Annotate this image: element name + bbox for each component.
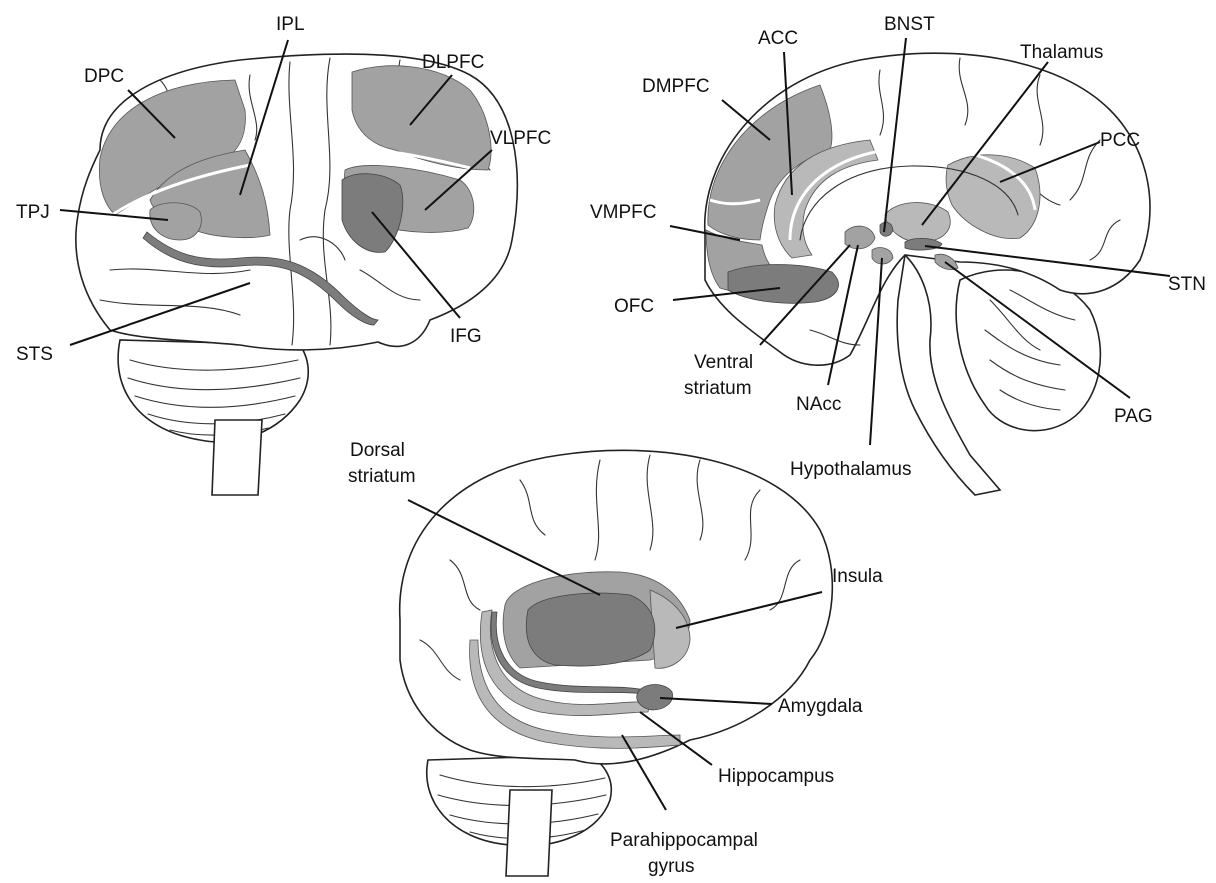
label-pag: PAG [1114,406,1153,427]
inner-core-region [526,593,655,666]
label-dpc: DPC [84,66,124,87]
medial-brain-view: ACC BNST Thalamus DMPFC PCC VMPFC STN OF… [590,14,1206,495]
label-vmpfc: VMPFC [590,202,657,223]
label-parahippocampal-1: Parahippocampal [610,830,758,851]
label-dorsal-striatum-2: striatum [348,466,416,487]
label-stn: STN [1168,274,1206,295]
label-ventral-striatum-1: Ventral [694,352,753,373]
lateral-brain-view: DPC IPL DLPFC VLPFC TPJ STS IFG [16,14,551,495]
label-amygdala: Amygdala [778,696,863,717]
label-dorsal-striatum-1: Dorsal [350,440,405,461]
label-sts: STS [16,344,53,365]
label-acc: ACC [758,28,798,49]
label-dmpfc: DMPFC [642,76,710,97]
label-hippocampus: Hippocampus [718,766,834,787]
label-ifg: IFG [450,326,482,347]
label-ventral-striatum-2: striatum [684,378,752,399]
label-pcc: PCC [1100,130,1140,151]
label-tpj: TPJ [16,202,50,223]
label-ipl: IPL [276,14,305,35]
label-nacc: NAcc [796,394,841,415]
label-dlpfc: DLPFC [422,52,484,73]
label-ofc: OFC [614,296,654,317]
label-vlpfc: VLPFC [490,128,551,149]
lateral-brainstem [212,420,262,495]
inner-brain-view: Dorsal striatum Insula Amygdala Hippocam… [348,440,883,877]
label-bnst: BNST [884,14,935,35]
label-parahippocampal-2: gyrus [648,856,694,877]
inner-brainstem [506,790,552,876]
label-insula: Insula [832,566,883,587]
label-thalamus: Thalamus [1020,42,1103,63]
lateral-cerebellum [118,340,308,442]
label-hypothalamus: Hypothalamus [790,459,911,480]
